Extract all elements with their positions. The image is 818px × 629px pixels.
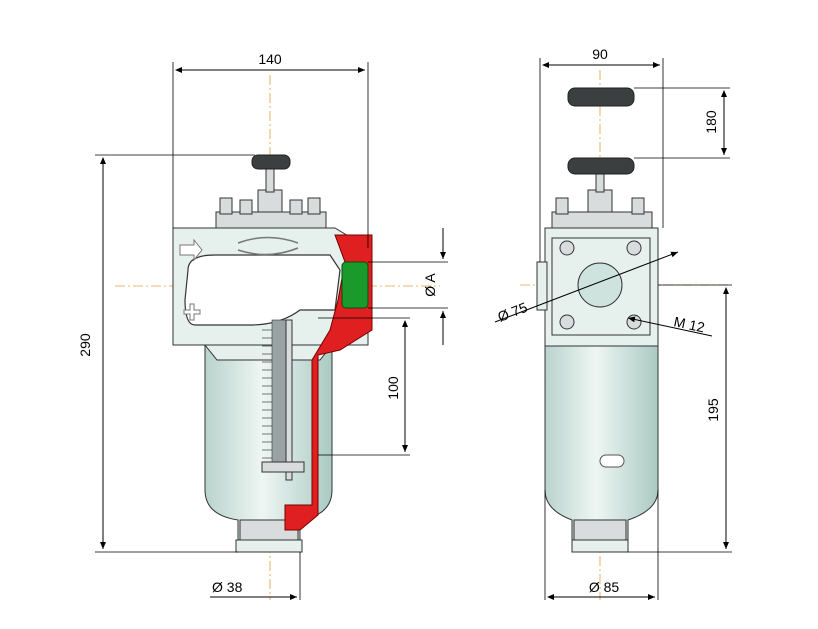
right-side-boss <box>536 261 548 311</box>
flange-hole <box>559 314 575 330</box>
flange-hole <box>626 240 642 256</box>
dim-label-dia38: Ø 38 <box>212 579 243 595</box>
flow-arrow-icon <box>179 238 203 262</box>
dim-label-140: 140 <box>258 51 282 67</box>
filter-element-mesh <box>271 319 287 471</box>
right-spindle-nut <box>587 189 613 213</box>
handle-knob <box>251 154 291 170</box>
dim-label-dia75: Ø 75 <box>495 299 529 325</box>
plus-icon <box>183 303 201 321</box>
drain-plug <box>235 539 303 553</box>
dim-label-90: 90 <box>592 46 608 62</box>
cover-bolt <box>219 197 233 215</box>
center-rod <box>285 319 293 481</box>
port-bore <box>577 262 623 308</box>
raised-handle <box>567 87 635 107</box>
dim-label-290: 290 <box>77 333 93 357</box>
rotate-arrow-icon <box>237 236 299 244</box>
dim-label-m12: M 12 <box>672 313 706 335</box>
left-view: 140 290 Ø 38 100 Ø A <box>77 51 448 600</box>
dim-label-port: Ø A <box>422 273 438 297</box>
right-handle <box>567 157 635 175</box>
flange-hole <box>626 314 642 330</box>
flange-hole <box>559 240 575 256</box>
dim-line-dia75 <box>494 251 679 323</box>
flow-channel <box>184 254 341 326</box>
dim-label-195: 195 <box>705 398 721 422</box>
spindle <box>265 167 275 193</box>
right-cover-bolt <box>631 197 645 215</box>
right-slot <box>599 454 625 468</box>
section-cut <box>284 234 373 531</box>
right-view: 90 180 195 Ø 75 M 12 Ø 85 <box>494 46 732 600</box>
dim-label-180: 180 <box>703 110 719 134</box>
cover-bolt <box>289 199 303 215</box>
right-bowl <box>544 329 659 549</box>
dim-line-m12 <box>627 316 713 337</box>
cover-bolt <box>307 197 321 215</box>
right-cover-bolt <box>555 197 569 215</box>
element-base <box>261 461 305 473</box>
dim-label-dia85: Ø 85 <box>589 579 620 595</box>
port-seal <box>341 261 369 309</box>
dim-label-100: 100 <box>385 376 401 400</box>
spindle-nut <box>257 189 283 213</box>
cover-bolt <box>239 199 253 215</box>
right-drain <box>571 539 629 553</box>
